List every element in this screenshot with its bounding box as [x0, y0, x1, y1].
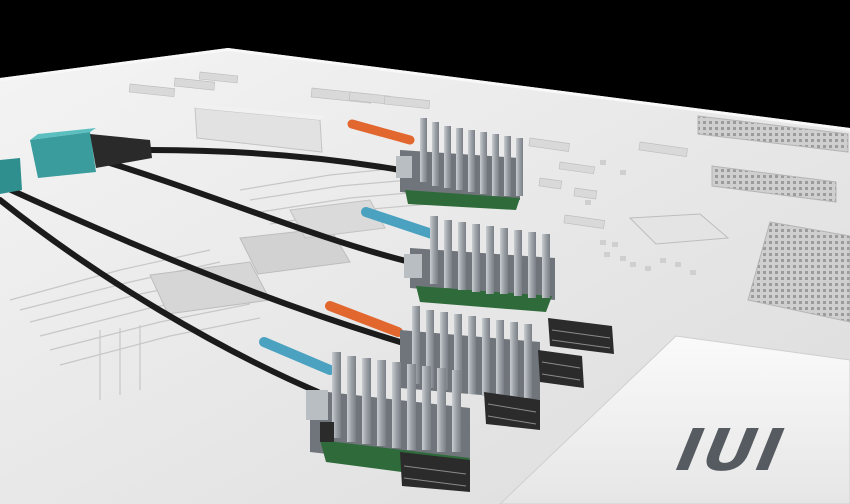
back-connector — [194, 104, 325, 153]
heatsink-fins — [412, 306, 532, 398]
heatsink-module — [396, 118, 523, 210]
heatsink-fins — [332, 352, 461, 452]
heatsink-fins — [430, 216, 550, 298]
qfp-chip — [628, 213, 730, 245]
heatsink-module — [400, 306, 540, 400]
heatsink-fins — [420, 118, 523, 196]
fiber-connector — [30, 128, 152, 178]
logo-plate: IUI — [499, 335, 850, 504]
edge-connectors — [697, 115, 850, 323]
board-chips — [149, 199, 386, 315]
pull-tabs — [259, 119, 437, 375]
smd-components — [128, 71, 688, 229]
heatsink-module — [404, 216, 555, 312]
cables — [0, 147, 413, 395]
sockets — [400, 318, 614, 492]
passive-components — [585, 160, 696, 275]
fiber-connector-left — [0, 158, 22, 194]
